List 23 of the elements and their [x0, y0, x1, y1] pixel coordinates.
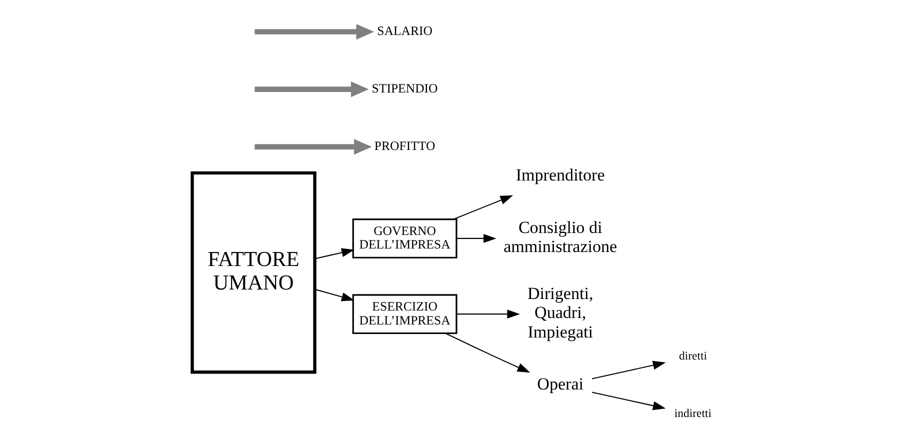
node-text: SALARIO: [377, 24, 432, 38]
node-text: STIPENDIO: [372, 82, 438, 96]
node-text: diretti: [679, 350, 707, 363]
node-box: GOVERNO DELL’IMPRESA: [352, 218, 458, 258]
arrow: [456, 234, 496, 243]
arrow: [254, 24, 374, 40]
node-text: Imprenditore: [516, 166, 605, 185]
node-text: Consiglio di amministrazione: [504, 218, 618, 256]
node-text: Operai: [537, 374, 584, 394]
node-text: PROFITTO: [374, 139, 436, 154]
node-text: Dirigenti, Quadri, Impiegati: [527, 284, 594, 342]
node-text: indiretti: [674, 407, 712, 420]
arrow: [254, 139, 372, 155]
arrow: [592, 392, 666, 410]
node-box: FATTORE UMANO: [190, 171, 316, 374]
arrow: [592, 360, 666, 380]
arrow: [445, 332, 530, 373]
arrow: [314, 288, 354, 302]
arrow: [254, 82, 369, 98]
node-box: ESERCIZIO DELL’IMPRESA: [352, 294, 458, 334]
arrow: [456, 310, 520, 319]
arrow: [314, 248, 354, 260]
arrow: [453, 195, 514, 220]
